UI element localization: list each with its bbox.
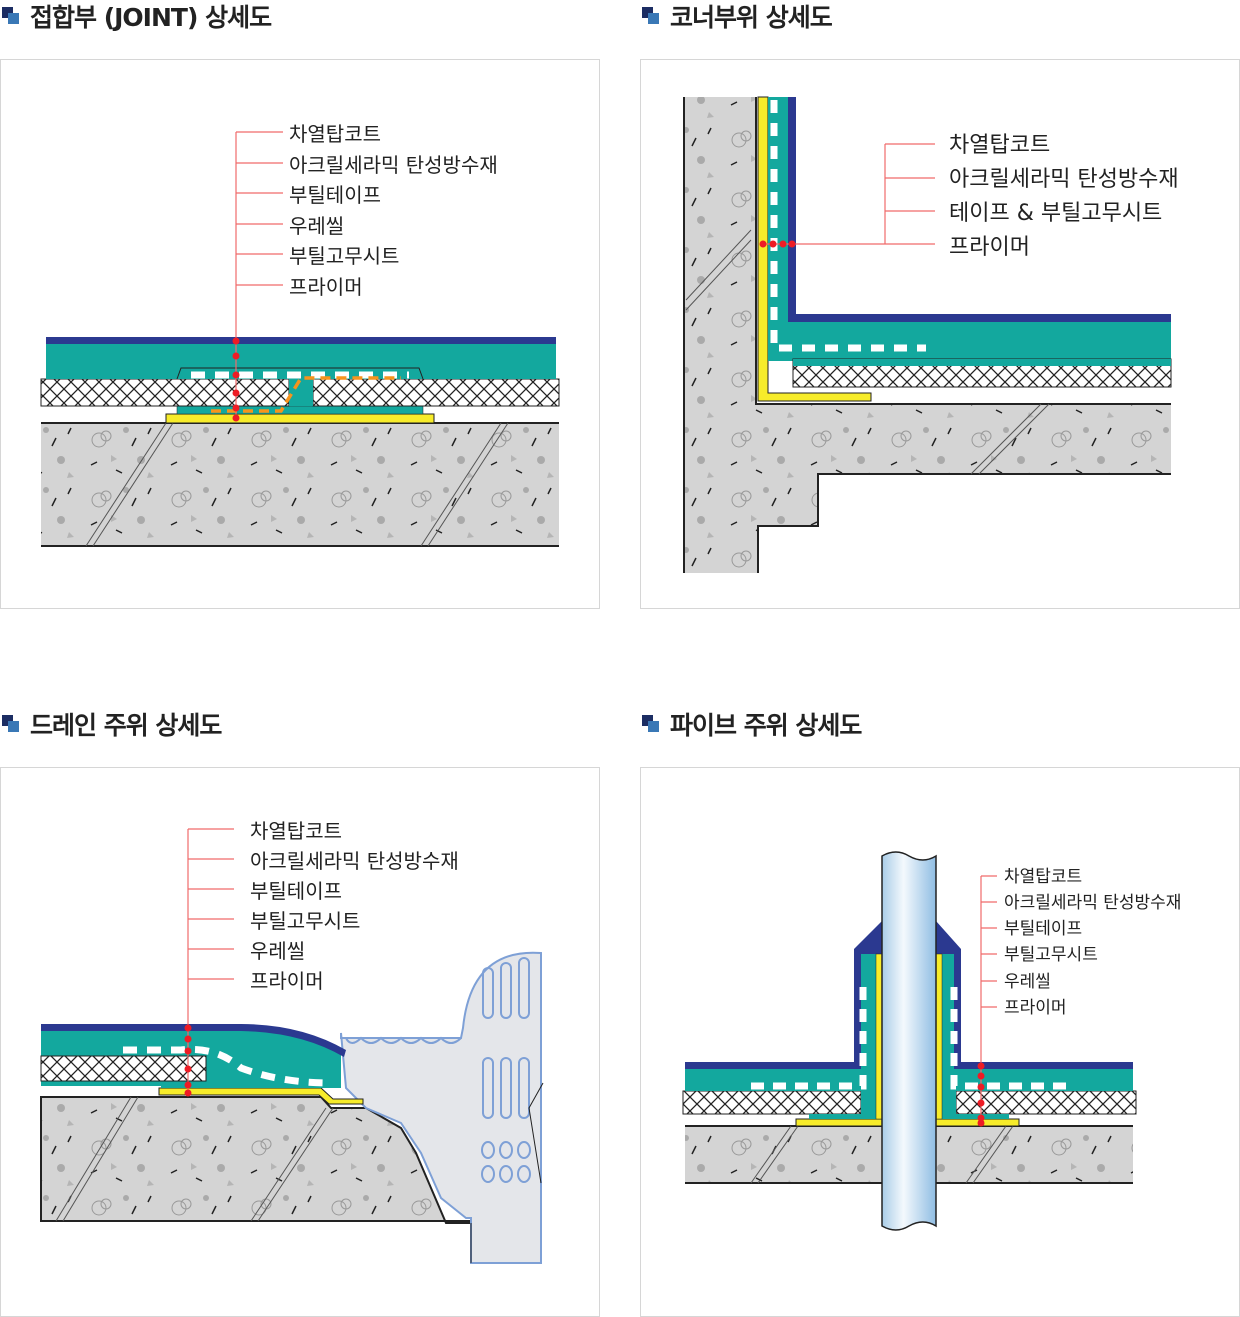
corner-detail-diagram: 차열탑코트 아크릴세라믹 탄성방수재 테이프 & 부틸고무시트 프라이머: [683, 96, 1179, 573]
pipe: [881, 851, 937, 1231]
label: 아크릴세라믹 탄성방수재: [250, 849, 459, 873]
label: 아크릴세라믹 탄성방수재: [1004, 893, 1181, 913]
label: 우레씰: [250, 939, 305, 963]
section-title-pipe: 파이브 주위 상세도: [642, 706, 862, 742]
label: 아크릴세라믹 탄성방수재: [289, 153, 498, 177]
section-title-corner: 코너부위 상세도: [642, 0, 833, 34]
joint-detail-diagram: 차열탑코트 아크릴세라믹 탄성방수재 부틸테이프 우레씰 부틸고무시트 프라이머: [40, 122, 560, 547]
label: 프라이머: [1004, 998, 1067, 1018]
leader-lines: [763, 143, 935, 245]
bullet-icon: [2, 7, 20, 25]
concrete-wall: [684, 97, 1171, 573]
bullet-icon: [642, 715, 660, 733]
label: 테이프 & 부틸고무시트: [949, 201, 1162, 226]
butyl-sheet-left: [40, 378, 290, 407]
label: 부틸테이프: [250, 879, 342, 903]
butyl-sheet: [40, 1055, 207, 1082]
label: 부틸테이프: [289, 183, 381, 207]
bullet-icon: [642, 7, 660, 25]
leader-lines: [235, 131, 283, 419]
label: 프라이머: [250, 969, 324, 993]
drain-detail-diagram: 차열탑코트 아크릴세라믹 탄성방수재 부틸테이프 부틸고무시트 우레씰 프라이머: [40, 819, 544, 1264]
top-coat-layer: [41, 1024, 346, 1057]
leader-lines: [980, 875, 997, 1126]
top-coat-layer: [46, 337, 556, 344]
section-title-joint: 접합부 (JOINT) 상세도: [2, 0, 272, 34]
label: 프라이머: [289, 275, 363, 299]
label: 부틸고무시트: [1004, 945, 1098, 965]
joint-detail-panel: 차열탑코트 아크릴세라믹 탄성방수재 부틸테이프 우레씰 부틸고무시트 프라이머: [0, 59, 600, 609]
butyl-sheet-left: [682, 1090, 862, 1115]
primer-layer: [158, 1087, 364, 1105]
drain-detail-panel: 차열탑코트 아크릴세라믹 탄성방수재 부틸테이프 부틸고무시트 우레씰 프라이머: [0, 767, 600, 1317]
drain-body: [340, 951, 542, 1264]
label: 우레씰: [1004, 972, 1051, 992]
section-title-drain: 드레인 주위 상세도: [2, 706, 222, 742]
label: 우레씰: [289, 214, 344, 238]
label: 차열탑코트: [949, 133, 1050, 158]
label: 프라이머: [949, 235, 1030, 260]
label: 차열탑코트: [250, 819, 342, 843]
label: 부틸고무시트: [289, 244, 399, 268]
bullet-icon: [2, 715, 20, 733]
corner-detail-panel: 차열탑코트 아크릴세라믹 탄성방수재 테이프 & 부틸고무시트 프라이머: [640, 59, 1240, 609]
primer-layer: [165, 413, 435, 424]
pipe-detail-panel: 차열탑코트 아크릴세라믹 탄성방수재 부틸테이프 부틸고무시트 우레씰 프라이머: [640, 767, 1240, 1317]
leader-lines: [187, 828, 234, 1096]
label: 아크릴세라믹 탄성방수재: [949, 167, 1179, 192]
concrete-slab: [41, 422, 559, 547]
label: 차열탑코트: [1004, 867, 1082, 887]
pipe-detail-diagram: 차열탑코트 아크릴세라믹 탄성방수재 부틸테이프 부틸고무시트 우레씰 프라이머: [682, 851, 1181, 1231]
label: 부틸테이프: [1004, 919, 1082, 939]
label: 부틸고무시트: [250, 909, 360, 933]
label: 차열탑코트: [289, 122, 381, 146]
butyl-sheet-right: [312, 378, 560, 407]
layer-dots: [232, 337, 240, 422]
concrete-slab: [40, 1096, 472, 1224]
coating-layer: [768, 97, 1171, 361]
